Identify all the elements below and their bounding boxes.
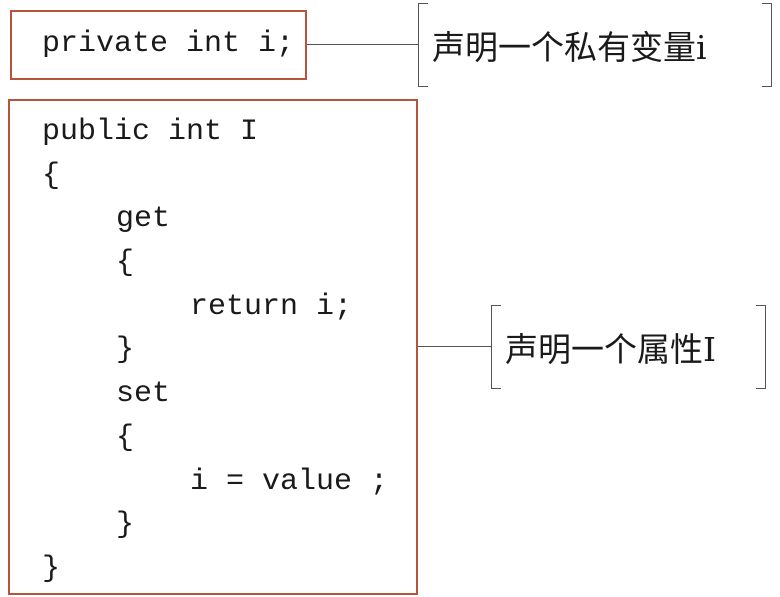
- field-callout-text: 声明一个私有变量i: [432, 28, 707, 67]
- field-code-box: [10, 10, 307, 80]
- getter-open-brace: {: [116, 246, 135, 281]
- callout-bracket-left: [418, 3, 428, 87]
- setter-assign-line: i = value ;: [190, 464, 389, 499]
- property-code-box: [8, 99, 418, 595]
- setter-keyword-line: set: [116, 377, 171, 412]
- field-callout-connector: [307, 44, 419, 45]
- property-callout: 声明一个属性I: [491, 305, 766, 389]
- property-signature-line: public int I: [42, 115, 259, 149]
- setter-open-brace: {: [116, 420, 135, 455]
- setter-close-brace: }: [116, 508, 135, 543]
- property-open-brace: {: [42, 158, 61, 193]
- property-callout-connector: [418, 346, 492, 347]
- getter-return-line: return i;: [190, 289, 353, 324]
- property-code-body: public int I { get { return i; } set { i…: [42, 111, 388, 592]
- callout-bracket-right: [756, 305, 766, 389]
- property-callout-text: 声明一个属性I: [505, 330, 717, 369]
- getter-close-brace: }: [116, 333, 135, 368]
- callout-bracket-left: [491, 305, 501, 389]
- getter-keyword-line: get: [116, 202, 171, 237]
- callout-bracket-right: [762, 3, 772, 87]
- field-callout: 声明一个私有变量i: [418, 3, 772, 87]
- field-declaration-line: private int i;: [42, 27, 295, 61]
- property-close-brace: }: [42, 551, 61, 586]
